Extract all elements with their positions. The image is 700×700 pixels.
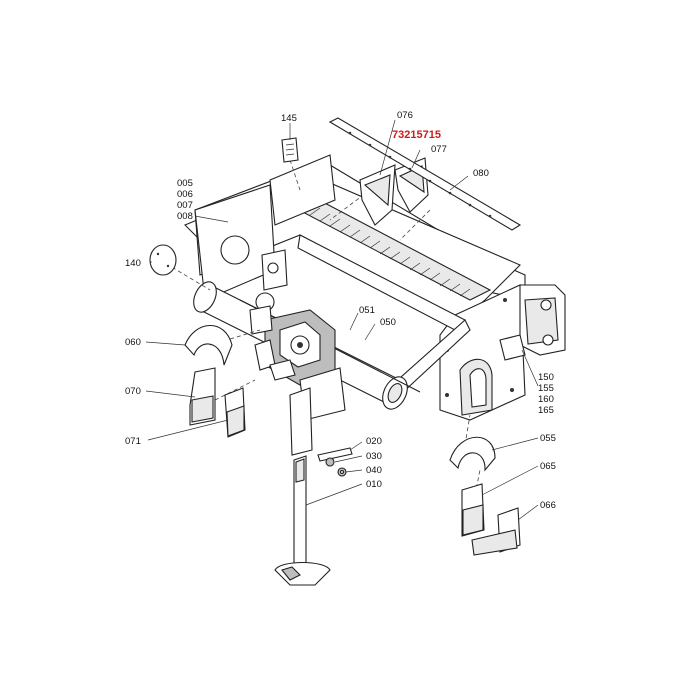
part-145-clip [281, 137, 299, 163]
callout-051[interactable]: 051 [359, 305, 375, 316]
callout-065[interactable]: 065 [540, 461, 556, 472]
part-065-plate [461, 483, 485, 537]
part-020-040-fasteners [317, 447, 353, 477]
callout-160[interactable]: 160 [538, 394, 554, 405]
callout-155[interactable]: 155 [538, 383, 554, 394]
part-071-plate [224, 387, 246, 438]
part-055-arc [449, 436, 496, 472]
callout-040[interactable]: 040 [366, 465, 382, 476]
callout-165[interactable]: 165 [538, 405, 554, 416]
callout-071[interactable]: 071 [125, 436, 141, 447]
callout-020[interactable]: 020 [366, 436, 382, 447]
part-060-arc [184, 324, 233, 366]
callout-066[interactable]: 066 [540, 500, 556, 511]
main-frame [159, 154, 566, 496]
part-140-disc [149, 244, 177, 276]
callout-145[interactable]: 145 [281, 113, 297, 124]
callout-140[interactable]: 140 [125, 258, 141, 269]
callout-010[interactable]: 010 [366, 479, 382, 490]
callout-050[interactable]: 050 [380, 317, 396, 328]
callout-labels: 145 076 73215715 077 080 005 006 007 008… [125, 110, 556, 511]
callout-005[interactable]: 005 [177, 178, 193, 189]
callout-008[interactable]: 008 [177, 211, 193, 222]
callout-006[interactable]: 006 [177, 189, 193, 200]
callout-060[interactable]: 060 [125, 337, 141, 348]
callout-055[interactable]: 055 [540, 433, 556, 444]
callout-080[interactable]: 080 [473, 168, 489, 179]
part-010-stand [274, 387, 331, 586]
part-066-plate [471, 507, 521, 556]
callout-007[interactable]: 007 [177, 200, 193, 211]
callout-73215715[interactable]: 73215715 [392, 129, 441, 141]
callout-150[interactable]: 150 [538, 372, 554, 383]
part-080-strip [328, 117, 522, 231]
callout-030[interactable]: 030 [366, 451, 382, 462]
callout-076[interactable]: 076 [397, 110, 413, 121]
leader-lines [145, 119, 539, 521]
part-070-plate [189, 367, 216, 426]
callout-070[interactable]: 070 [125, 386, 141, 397]
part-076-flap [359, 164, 396, 226]
callout-077[interactable]: 077 [431, 144, 447, 155]
